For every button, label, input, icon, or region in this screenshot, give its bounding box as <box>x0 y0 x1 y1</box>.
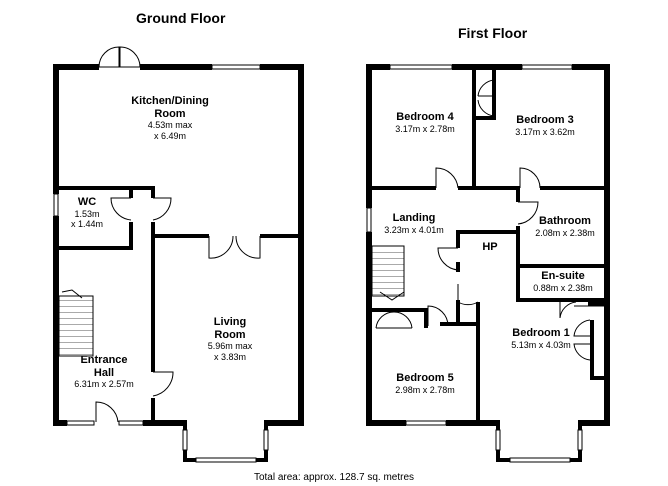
wc-dim-2: x 1.44m <box>70 218 103 229</box>
bathroom-label: Bathroom 2.08m x 2.38m <box>520 215 610 238</box>
hall-name-2: Hall <box>93 366 115 379</box>
landing-name: Landing <box>392 212 436 224</box>
landing-label: Landing 3.23m x 4.01m <box>374 212 454 235</box>
living-dim-2: x 3.83m <box>213 351 246 362</box>
ensuite-dim: 0.88m x 2.38m <box>533 282 593 293</box>
living-name-2: Room <box>214 328 246 341</box>
ground-floor-title: Ground Floor <box>136 10 226 26</box>
bedroom4-dim: 3.17m x 2.78m <box>395 123 455 134</box>
kitchen-dim-2: x 6.49m <box>153 130 186 141</box>
bedroom4-name: Bedroom 4 <box>396 111 454 123</box>
bedroom3-label: Bedroom 3 3.17m x 3.62m <box>500 114 590 137</box>
wc-label: WC 1.53m x 1.44m <box>62 196 112 229</box>
bedroom1-label: Bedroom 1 5.13m x 4.03m <box>496 327 586 350</box>
kitchen-name: Kitchen/Dining <box>131 95 209 107</box>
total-area-footer: Total area: approx. 128.7 sq. metres <box>253 472 415 483</box>
ground-floor-windows-doors <box>53 46 269 463</box>
living-dim: 5.96m max <box>207 341 253 352</box>
hall-name: Entrance <box>80 354 128 366</box>
ensuite-label: En-suite 0.88m x 2.38m <box>520 270 606 293</box>
first-floor-title: First Floor <box>458 25 528 41</box>
bedroom5-label: Bedroom 5 2.98m x 2.78m <box>380 372 470 395</box>
wc-name: WC <box>77 196 97 208</box>
bathroom-dim: 2.08m x 2.38m <box>535 227 595 238</box>
living-name: Living <box>213 316 247 328</box>
bedroom3-dim: 3.17m x 3.62m <box>515 126 575 137</box>
bedroom1-dim: 5.13m x 4.03m <box>511 339 571 350</box>
bedroom1-name: Bedroom 1 <box>512 327 570 339</box>
kitchen-name-2: Room <box>154 107 186 120</box>
wc-dim: 1.53m <box>74 208 100 219</box>
first-floor-stairs <box>371 245 405 301</box>
hp-label: HP <box>474 241 506 254</box>
hp-name: HP <box>482 241 498 253</box>
kitchen-label: Kitchen/Dining Room 4.53m max x 6.49m <box>120 95 220 141</box>
bedroom3-name: Bedroom 3 <box>516 114 574 126</box>
bedroom5-dim: 2.98m x 2.78m <box>395 384 455 395</box>
hall-label: Entrance Hall 6.31m x 2.57m <box>62 354 146 390</box>
living-label: Living Room 5.96m max x 3.83m <box>190 316 270 362</box>
bathroom-name: Bathroom <box>539 215 591 227</box>
kitchen-dim: 4.53m max <box>147 120 193 131</box>
bedroom4-label: Bedroom 4 3.17m x 2.78m <box>380 111 470 134</box>
ground-floor-stairs <box>58 289 94 357</box>
ensuite-name: En-suite <box>541 270 585 282</box>
first-floor-walls <box>366 64 610 462</box>
ground-floor-walls <box>53 64 304 462</box>
first-floor-windows-doors <box>366 64 604 463</box>
landing-dim: 3.23m x 4.01m <box>384 224 444 235</box>
bedroom5-name: Bedroom 5 <box>396 372 454 384</box>
hall-dim: 6.31m x 2.57m <box>74 379 134 390</box>
